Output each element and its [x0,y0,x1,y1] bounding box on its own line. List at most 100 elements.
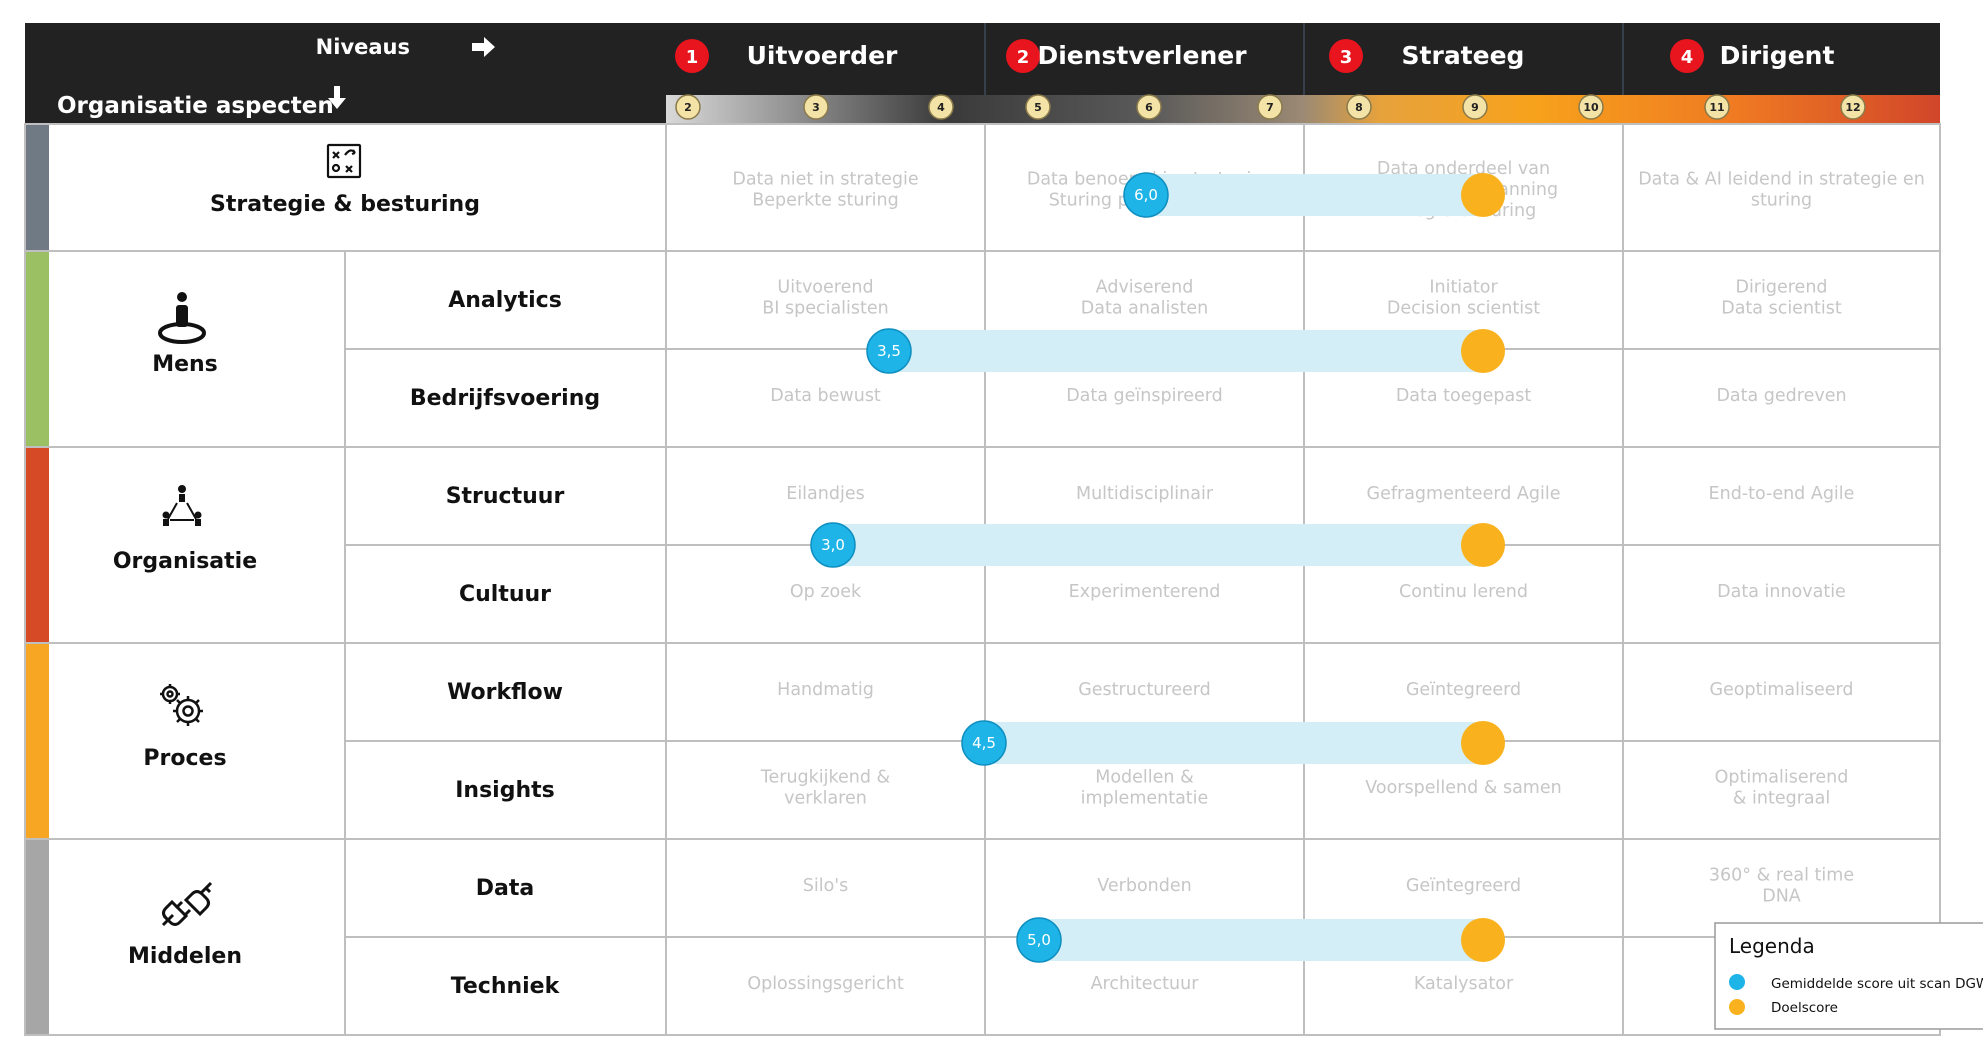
org-network-icon [162,485,202,526]
aspect-label: Structuur [446,484,565,509]
level-number: 1 [686,47,699,68]
strategy-board-icon [326,143,362,179]
target-score-dot [1461,523,1505,567]
score-range-band [984,722,1483,764]
average-score-label: 5,0 [1027,931,1051,949]
category-strip [25,643,49,839]
scale-tick: 2 [675,94,701,120]
scale-tick-label: 8 [1355,101,1363,114]
level-cell-text: Data geïnspireerd [1066,386,1223,406]
score-band: 3,0 [810,522,1505,568]
scale-tick-label: 6 [1145,101,1153,114]
arrow-down-icon [328,86,346,109]
scale-tick-label: 3 [812,101,820,114]
level-cell-text: Katalysator [1414,974,1514,994]
gears-icon [160,684,203,726]
level-cell-text: Modellen &implementatie [1081,768,1209,809]
legend-box [1714,922,1983,1030]
scale-tick-label: 7 [1266,101,1274,114]
level-cell-text: Data bewust [770,386,881,406]
plug-icon [161,881,213,927]
level-header-1: 1 Uitvoerder [675,39,898,73]
category-strip [25,447,49,643]
scale-tick: 3 [803,94,829,120]
average-score-label: 3,0 [821,536,845,554]
average-score-dot [866,328,912,374]
category-label: Proces [143,746,226,771]
level-number: 4 [1681,47,1694,68]
level-cell-text: Voorspellend & samen [1365,778,1561,798]
legend-score-dot [1729,974,1745,990]
score-range-band [1146,174,1483,216]
category-strip [25,839,49,1035]
level-cell-text: Architectuur [1091,974,1200,994]
category-label: Mens [152,352,218,377]
legend-score-label: Gemiddelde score uit scan DGW [1771,976,1983,992]
aspect-label: Techniek [451,974,561,999]
aspect-label: Analytics [448,288,562,313]
level-cell-text: Optimaliserend& integraal [1715,768,1849,809]
person-icon [158,292,206,344]
level-cell-text: Geoptimaliseerd [1709,680,1853,700]
arrow-right-icon [472,37,495,57]
scale-tick-label: 10 [1583,101,1599,114]
score-range-band [889,330,1483,372]
average-score-label: 3,5 [877,342,901,360]
scale-tick: 5 [1025,94,1051,120]
level-cell-text: Terugkijkend &verklaren [760,768,891,809]
aspecten-label: Organisatie aspecten [57,93,334,119]
scale-tick-label: 5 [1034,101,1042,114]
aspect-label: Workflow [447,680,563,705]
level-cell-text: Data toegepast [1396,386,1532,406]
target-score-dot [1461,918,1505,962]
level-cell-text: Geïntegreerd [1406,680,1521,700]
legend-target-label: Doelscore [1771,1000,1838,1016]
aspect-label: Data [476,876,534,901]
score-band: 3,5 [866,328,1505,374]
scale-tick: 4 [928,94,954,120]
average-score-dot [1016,917,1062,963]
scale-tick: 10 [1578,94,1604,120]
niveaus-label: Niveaus [316,35,410,59]
level-header-4: 4 Dirigent [1670,39,1834,73]
scale-tick-label: 12 [1845,101,1860,114]
scale-tick: 9 [1462,94,1488,120]
target-score-dot [1461,329,1505,373]
target-score-dot [1461,721,1505,765]
score-band: 6,0 [1123,172,1505,218]
level-cell-text: End-to-end Agile [1709,484,1855,504]
scale-tick: 11 [1704,94,1730,120]
scale-tick: 8 [1346,94,1372,120]
level-name: Uitvoerder [747,41,898,70]
scale-tick-label: 2 [684,101,692,114]
level-cell-text: Op zoek [790,582,862,602]
level-scale-bar [666,95,1940,124]
level-cell-text: Experimenterend [1069,582,1221,602]
level-cell-text: Verbonden [1097,876,1191,896]
level-cell-text: Gestructureerd [1078,680,1211,700]
level-number: 3 [1340,47,1353,68]
level-cell-text: Oplossingsgericht [747,974,904,994]
aspect-label: Insights [455,778,555,803]
category-label: Middelen [128,944,242,969]
score-band: 4,5 [961,720,1505,766]
scale-tick-label: 9 [1471,101,1479,114]
level-number: 2 [1017,47,1030,68]
level-name: Dirigent [1720,41,1835,70]
level-cell-text: Multidisciplinair [1076,484,1214,504]
level-cell-text: Continu lerend [1399,582,1528,602]
category-strip [25,251,49,447]
level-cell-text: Geïntegreerd [1406,876,1521,896]
level-number-badge [1329,39,1363,73]
level-cell-text: Eilandjes [786,484,864,504]
legend-title: Legenda [1729,934,1815,958]
